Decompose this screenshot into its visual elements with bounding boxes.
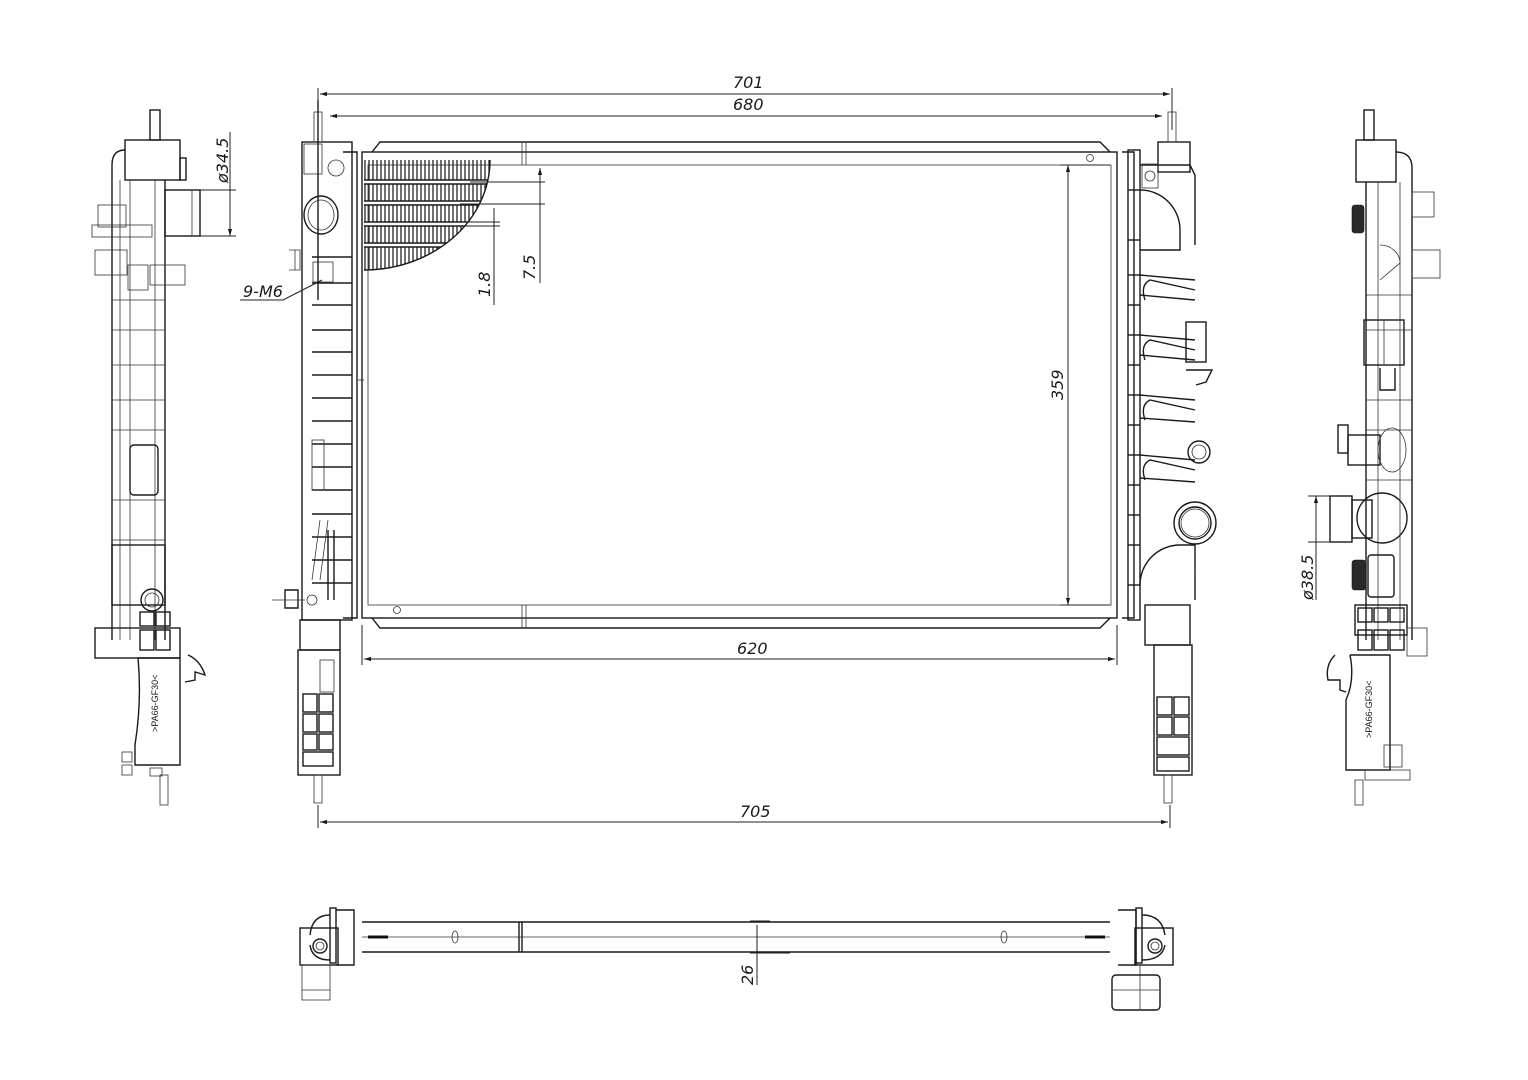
dimension-labels: 701 680 359 620 705 7.5 1.8 26 ø34.5 ø38… [213, 73, 1317, 985]
top-dimensions [317, 88, 1173, 828]
front-view [272, 100, 1217, 804]
right-tank [1122, 111, 1217, 804]
dim-core-depth: 26 [738, 965, 757, 985]
dim-core-height: 359 [1048, 369, 1067, 400]
thread-callout [240, 279, 323, 301]
thread-label: 9-M6 [243, 282, 283, 301]
left-side-view: >PA66-GF30< [91, 109, 236, 806]
material-mark-left: >PA66-GF30< [150, 675, 160, 732]
fin-detail [364, 160, 490, 270]
left-tank [272, 100, 358, 804]
dim-overall-bottom: 705 [740, 802, 771, 821]
dim-core-width-bottom: 620 [737, 639, 768, 658]
right-side-view: >PA66-GF30< [1308, 109, 1441, 806]
dim-core-width-top: 680 [733, 95, 764, 114]
dim-tube-thickness: 1.8 [475, 272, 494, 297]
top-view [299, 907, 1174, 1011]
dim-overall-top: 701 [733, 73, 764, 92]
dim-outlet-diameter: ø38.5 [1298, 555, 1317, 601]
core-frame [361, 151, 1118, 619]
dim-fin-pitch: 7.5 [520, 255, 539, 280]
dim-inlet-diameter: ø34.5 [213, 138, 232, 184]
material-mark-right: >PA66-GF30< [1364, 681, 1374, 738]
